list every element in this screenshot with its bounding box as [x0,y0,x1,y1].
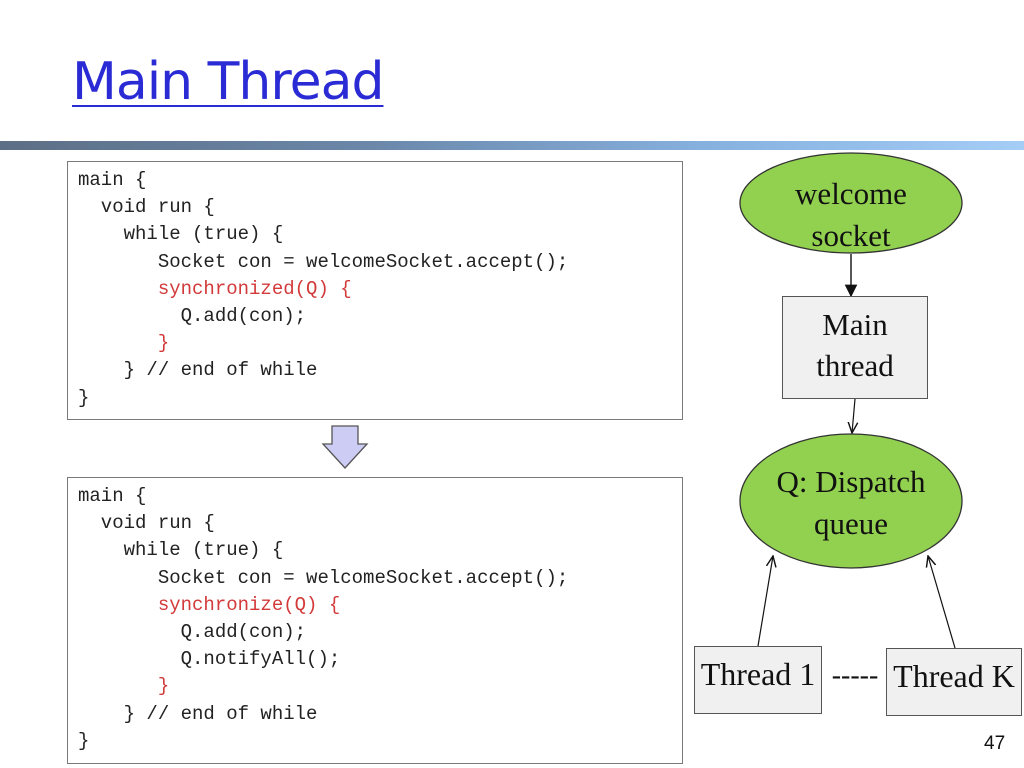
welcome-socket-label: welcome socket [795,176,907,253]
thread-ellipsis-dashes: ----- [831,660,879,691]
code-line: synchronized(Q) { [78,277,352,300]
code-line: while (true) { [78,223,284,246]
main-thread-node [782,296,928,399]
code-line: } [78,675,170,698]
code-line: } // end of while [78,702,318,725]
edge-threadk-to-queue [928,556,956,649]
code-line: while (true) { [78,539,284,562]
code-line: } [78,386,90,409]
dispatch-queue-label: Q: Dispatch queue [776,464,926,541]
code-line: synchronize(Q) { [78,593,341,616]
code-line: } [78,729,90,752]
thread-k-label: Thread K [893,658,1015,694]
edge-thread1-to-queue [757,556,773,647]
down-arrow-icon [321,425,369,469]
thread-k-node [886,648,1022,716]
code-line: main { [78,169,147,191]
code-line: Q.notifyAll(); [78,648,341,671]
code-line: Q.add(con); [78,621,307,643]
page-number: 47 [984,733,1006,754]
code-line: void run { [78,512,215,535]
slide-title: Main Thread [72,52,384,112]
dispatch-queue-node [739,433,963,569]
thread-1-node [694,646,822,714]
code-box-after: main { void run { while (true) { Socket … [67,477,683,764]
code-line: } // end of while [78,359,318,382]
code-line: void run { [78,196,215,219]
code-line: } [78,332,170,355]
thread-1-label: Thread 1 [700,656,816,692]
code-line: main { [78,485,147,507]
title-divider-bar [0,141,1024,150]
welcome-socket-node [739,152,963,254]
main-thread-label: Main thread [816,307,894,383]
code-line: Q.add(con); [78,305,307,327]
code-line: Socket con = welcomeSocket.accept(); [78,566,569,589]
code-box-before: main { void run { while (true) { Socket … [67,161,683,420]
code-line: Socket con = welcomeSocket.accept(); [78,250,569,273]
edge-main-to-queue [852,398,855,433]
